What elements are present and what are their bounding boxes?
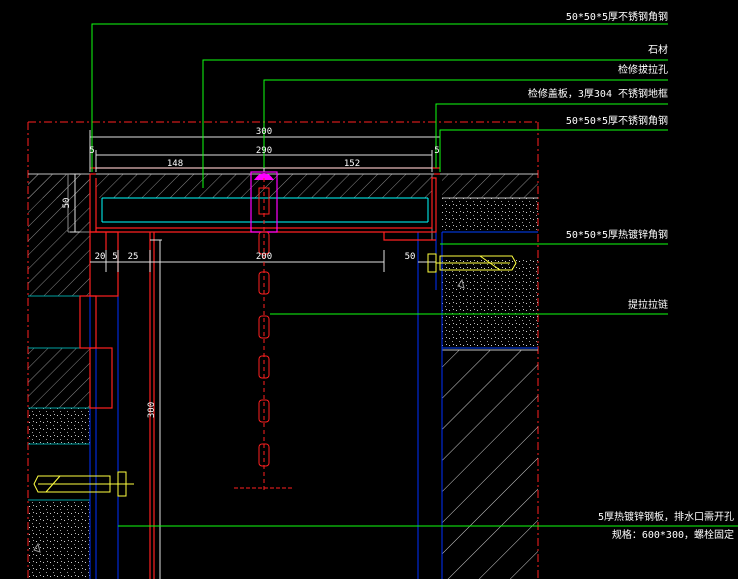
dim-offset-20: 20 bbox=[95, 252, 106, 262]
dim-left-flange: 5 bbox=[89, 146, 94, 156]
anchor-bolt-left bbox=[33, 471, 134, 497]
steel-tray bbox=[79, 167, 440, 579]
dim-height-300: 300 bbox=[147, 402, 157, 418]
cyan-lines bbox=[101, 197, 429, 223]
dim-overall-width: 300 bbox=[256, 127, 272, 137]
dim-offset-5: 5 bbox=[112, 252, 117, 262]
right-wall bbox=[442, 260, 538, 579]
dim-right-segment: 152 bbox=[344, 159, 360, 169]
leader-lines bbox=[91, 23, 738, 527]
aggregate-marks bbox=[33, 278, 465, 553]
anchor-bolt-right bbox=[427, 253, 517, 273]
dim-left-segment: 148 bbox=[167, 159, 183, 169]
label-angle-steel-top: 50*50*5厚不锈钢角钢 bbox=[566, 10, 668, 23]
dim-depth-50: 50 bbox=[62, 198, 72, 209]
wall-lines bbox=[89, 232, 443, 579]
dim-inner-width: 290 bbox=[256, 146, 272, 156]
dim-offset-25: 25 bbox=[128, 252, 139, 262]
left-wall bbox=[28, 174, 90, 579]
chain bbox=[234, 178, 292, 490]
label-stone: 石材 bbox=[648, 43, 668, 56]
label-galv-angle-steel: 50*50*5厚热镀锌角钢 bbox=[566, 228, 668, 241]
label-chain: 提拉拉链 bbox=[628, 298, 668, 311]
label-steel-plate-1: 5厚热镀锌钢板，排水口需开孔 bbox=[598, 510, 734, 523]
label-pull-hole: 检修拔拉孔 bbox=[618, 63, 668, 76]
dim-right-50: 50 bbox=[405, 252, 416, 262]
dim-inner-200: 200 bbox=[256, 252, 272, 262]
label-access-cover: 检修盖板，3厚304 不锈钢地框 bbox=[528, 87, 668, 100]
stone-slab bbox=[28, 173, 538, 233]
label-steel-plate-2: 规格：600*300，螺栓固定 bbox=[612, 528, 734, 541]
dim-right-flange: 5 bbox=[434, 146, 439, 156]
label-angle-steel-right: 50*50*5厚不锈钢角钢 bbox=[566, 114, 668, 127]
